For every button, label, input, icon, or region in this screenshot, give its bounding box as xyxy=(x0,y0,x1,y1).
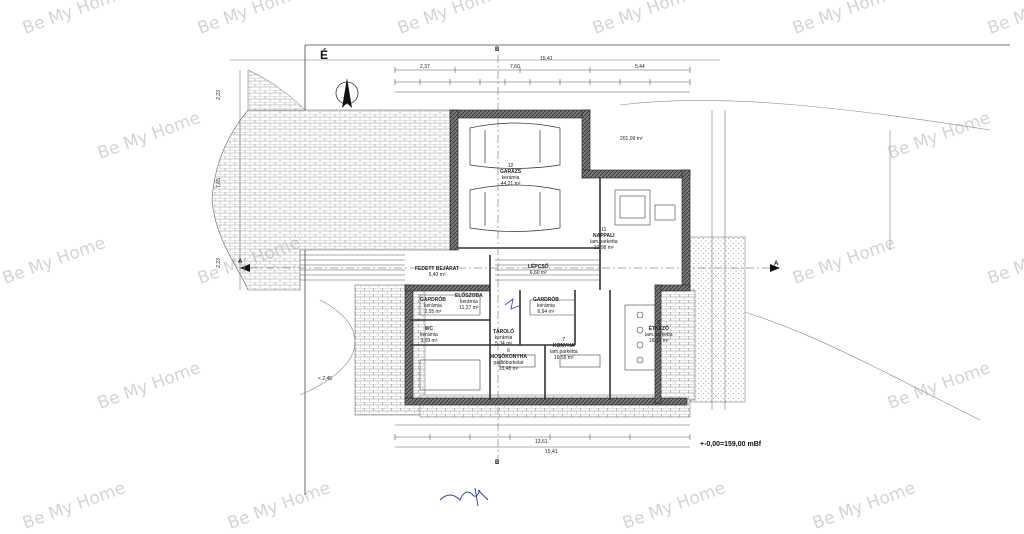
dim-left-b: 7,65 xyxy=(215,178,222,188)
signature-mark xyxy=(439,487,489,507)
elevation-label: +-0,00=159,00 mBf xyxy=(700,441,762,448)
dim-top-a: 2,37 xyxy=(420,64,430,70)
dimension-lines xyxy=(239,69,726,448)
terrace-paving-right xyxy=(689,236,746,403)
north-label: É xyxy=(320,48,329,62)
dimension-ticks xyxy=(394,67,691,440)
building-walls xyxy=(404,109,691,406)
north-arrow-icon xyxy=(335,78,359,108)
section-a-left-arrow xyxy=(240,264,250,272)
dim-bottom-b: 15,41 xyxy=(545,449,558,455)
terrain-total: 201,09 m² xyxy=(620,136,643,142)
dim-left-a: 2,23 xyxy=(215,90,222,100)
entry-ramp xyxy=(247,69,306,111)
dim-top-total: 15,41 xyxy=(540,56,553,62)
section-b-top-label: B xyxy=(495,47,500,53)
inner-walls xyxy=(410,178,611,400)
dim-bottom-a: 13,61 xyxy=(535,439,548,445)
car-2 xyxy=(469,184,561,232)
floor-plan xyxy=(211,44,1010,507)
blue-mark xyxy=(504,298,522,310)
dim-top-c: 5,44 xyxy=(635,64,645,70)
driveway-paving xyxy=(211,109,451,291)
dim-left-c: 2,23 xyxy=(215,258,222,268)
terrace-paving-bottom xyxy=(354,284,426,416)
car-1 xyxy=(469,122,561,169)
ramp-annotation: < 2,45 xyxy=(318,376,333,382)
section-a-left-label: A xyxy=(238,259,243,265)
section-a-right-arrow xyxy=(770,264,780,272)
garden-curves xyxy=(299,100,991,421)
section-b-bottom-label: B xyxy=(495,460,500,466)
section-a-right-label: A xyxy=(774,261,779,267)
dim-top-b: 7,60 xyxy=(510,64,520,70)
furniture xyxy=(419,189,676,391)
staircase xyxy=(300,254,600,281)
